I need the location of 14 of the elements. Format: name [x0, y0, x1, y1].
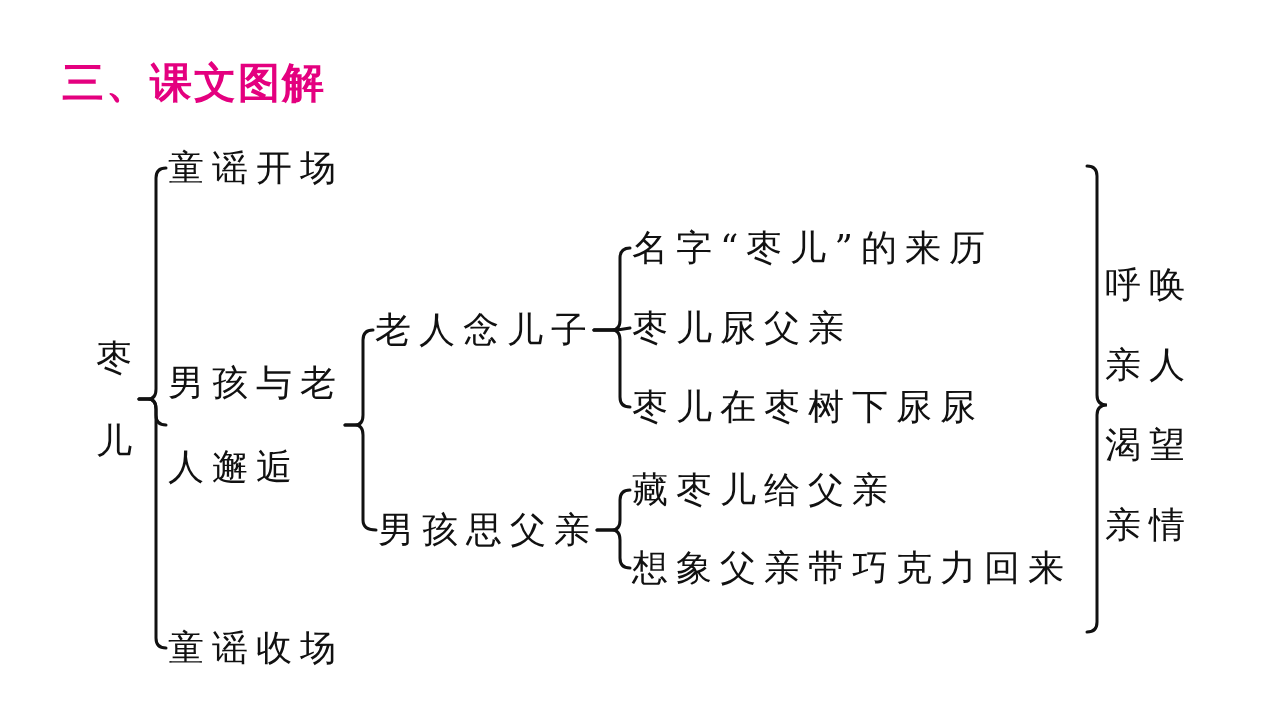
- branch-text: 老人念儿子: [375, 308, 595, 352]
- root-text: 枣儿: [96, 316, 140, 482]
- brace-line: [595, 528, 632, 570]
- branch-text: 男孩与老人邂逅: [168, 341, 346, 509]
- leaf-text: 名字“枣儿”的来历: [632, 226, 993, 270]
- leaf-text: 想象父亲带巧克力回来: [632, 546, 1072, 590]
- branch-text: 童谣收场: [168, 626, 344, 670]
- summary-text: 呼唤亲人渴望亲情: [1105, 263, 1194, 547]
- section-heading: 三、课文图解: [62, 58, 326, 108]
- branch-text: 男孩思父亲: [378, 508, 598, 552]
- branch-text: 童谣开场: [168, 146, 344, 190]
- leaf-text: 枣儿在枣树下尿尿: [632, 385, 984, 429]
- leaf-text: 藏枣儿给父亲: [632, 468, 896, 512]
- leaf-text: 枣儿尿父亲: [632, 306, 852, 350]
